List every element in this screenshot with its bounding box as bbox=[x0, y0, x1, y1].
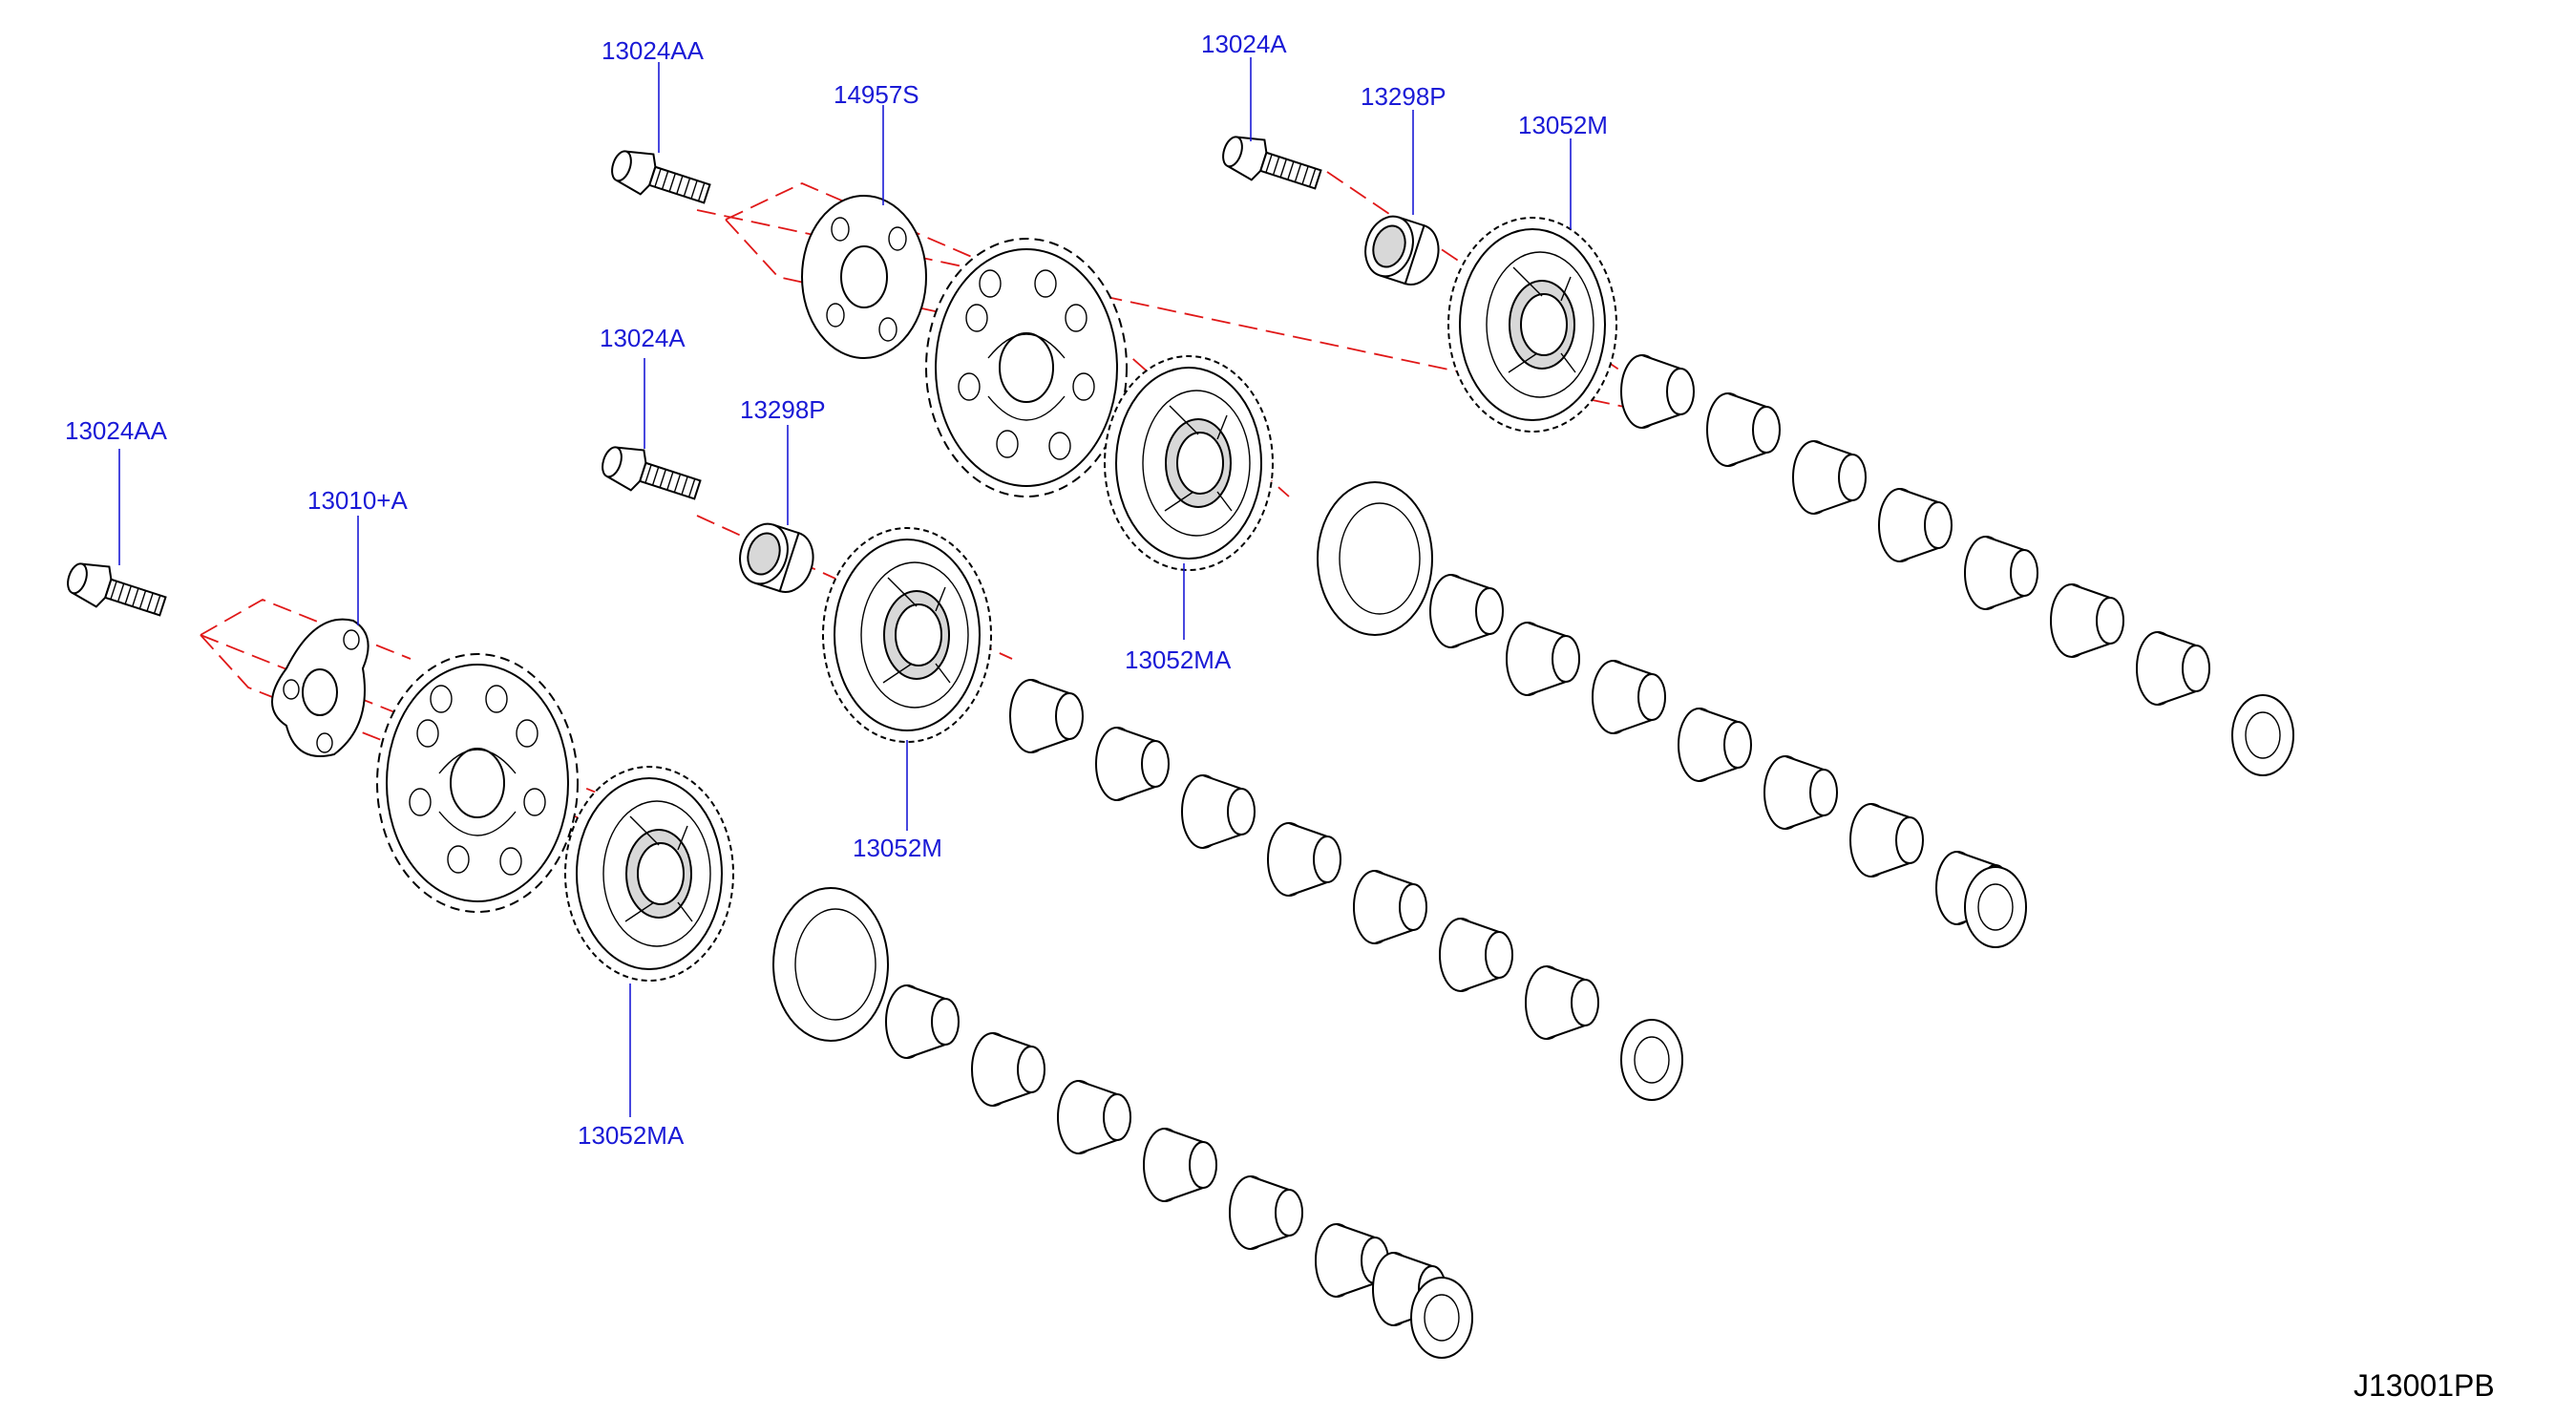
callout-13024AA-top: 13024AA bbox=[602, 36, 705, 65]
plate-14957S bbox=[801, 195, 927, 359]
callout-13052M-top-right: 13052M bbox=[1518, 111, 1608, 139]
callout-labels: 13024AA 14957S 13024A 13298P 13052M 1302… bbox=[65, 30, 1608, 1150]
callout-13052MA-lower: 13052MA bbox=[578, 1121, 685, 1150]
upper-bolt-13024AA bbox=[605, 142, 715, 215]
camshaft-lower bbox=[772, 887, 1473, 1359]
callout-13024AA-left: 13024AA bbox=[65, 416, 168, 445]
bushing-13298P-middle bbox=[731, 517, 822, 600]
bolt-13024A-top-right bbox=[1216, 128, 1326, 201]
bolt-13024A-middle bbox=[596, 438, 706, 511]
gear-13052MA-lower bbox=[564, 766, 734, 982]
bolt-13024AA-left bbox=[61, 555, 171, 627]
camshaft-upper-middle bbox=[1317, 481, 2027, 948]
callout-13052MA-upper: 13052MA bbox=[1125, 645, 1232, 674]
camshaft-top-right bbox=[1620, 354, 2294, 776]
callout-13298P-middle: 13298P bbox=[740, 395, 826, 424]
diagram-reference-code: J13001PB bbox=[2354, 1368, 2495, 1403]
upper-sprocket bbox=[925, 238, 1128, 497]
plate-13010A bbox=[271, 618, 370, 757]
callout-13024A-middle: 13024A bbox=[600, 324, 686, 352]
gear-13052M-middle bbox=[822, 527, 992, 743]
gear-13052MA-upper bbox=[1104, 355, 1274, 571]
callout-13024A-top-right: 13024A bbox=[1201, 30, 1287, 58]
lower-sprocket bbox=[376, 653, 579, 913]
leader-lines bbox=[118, 57, 1572, 1117]
callout-13052M-middle: 13052M bbox=[853, 834, 942, 862]
bushing-13298P-top-right bbox=[1357, 209, 1447, 292]
gear-13052M-top-right bbox=[1447, 217, 1617, 433]
callout-13298P-top-right: 13298P bbox=[1361, 82, 1446, 111]
callout-13010A: 13010+A bbox=[307, 486, 408, 515]
camshaft-middle bbox=[1009, 679, 1683, 1101]
callout-14957S: 14957S bbox=[834, 80, 919, 109]
